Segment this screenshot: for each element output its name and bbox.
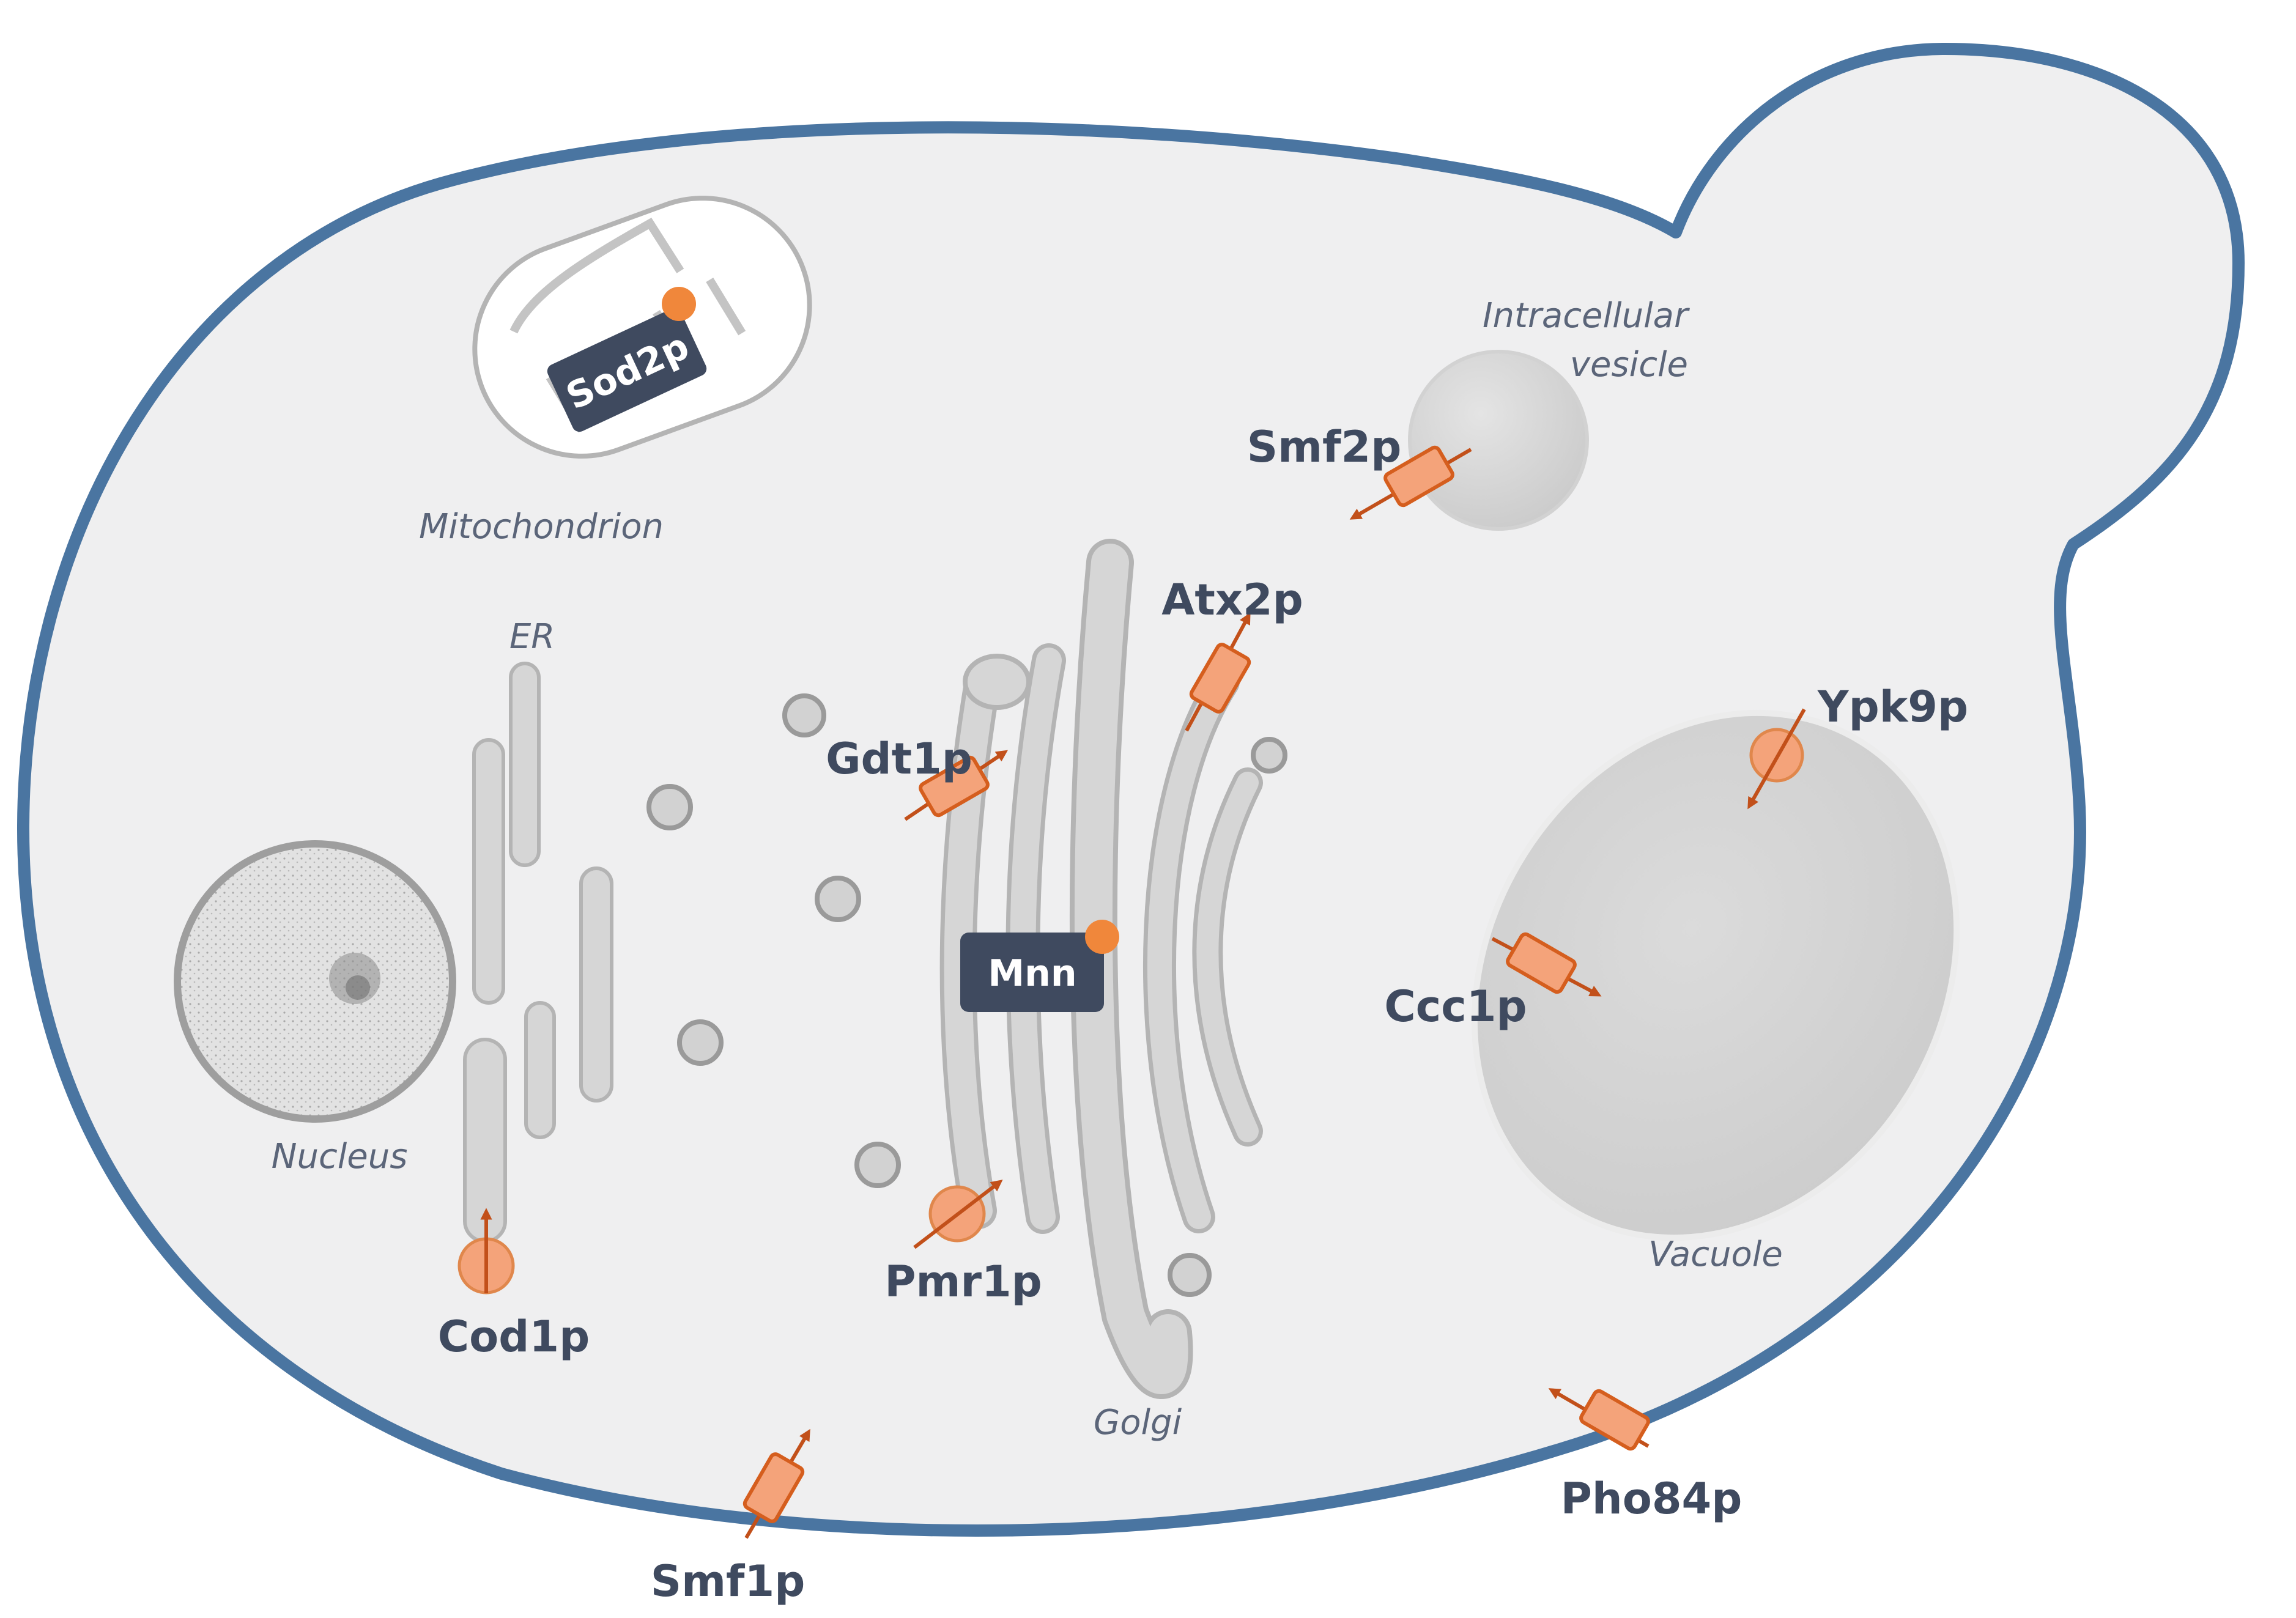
mnn-label: Mnn xyxy=(988,952,1076,995)
er-label: ER xyxy=(509,617,555,657)
pmr1p-label: Pmr1p xyxy=(884,1257,1042,1307)
atx2p-label: Atx2p xyxy=(1161,575,1303,625)
smf2p-label: Smf2p xyxy=(1247,422,1402,472)
smf1p-label: Smf1p xyxy=(651,1556,805,1606)
mitochondrion-label: Mitochondrion xyxy=(419,507,664,547)
smf1p-transporter xyxy=(742,1428,810,1539)
mnn-metal-dot xyxy=(1085,920,1119,954)
mnn-badge: Mnn xyxy=(960,920,1119,1012)
vacuole-label: Vacuole xyxy=(1648,1235,1783,1274)
ccc1p-transporter xyxy=(1491,932,1602,997)
sod2p-metal-dot xyxy=(662,287,696,321)
golgi-label: Golgi xyxy=(1094,1403,1182,1443)
intracellular-vesicle xyxy=(1408,350,1589,531)
pho84p-label: Pho84p xyxy=(1561,1474,1742,1524)
gdt1p-label: Gdt1p xyxy=(826,734,972,784)
pmr1p-transporter xyxy=(913,1180,1003,1249)
ccc1p-label: Ccc1p xyxy=(1384,981,1527,1032)
smf2p-transporter xyxy=(1349,445,1472,520)
vacuole xyxy=(1471,709,1960,1241)
golgi-bulb xyxy=(963,654,1031,710)
vesicle-label-line1: Intracellular xyxy=(1483,296,1690,336)
vesicle-label-line2: vesicle xyxy=(1570,345,1688,385)
ypk9p-transporter xyxy=(1747,708,1806,810)
pho84p-transporter xyxy=(1548,1388,1650,1451)
cod1p-label: Cod1p xyxy=(438,1312,590,1362)
ypk9p-label: Ypk9p xyxy=(1817,682,1968,732)
golgi-apparatus xyxy=(939,539,1263,1399)
gdt1p-transporter xyxy=(904,750,1008,821)
cod1p-transporter xyxy=(457,1208,515,1295)
nucleus xyxy=(174,840,456,1123)
endoplasmic-reticulum xyxy=(463,662,613,1243)
nucleus-label: Nucleus xyxy=(272,1137,408,1177)
golgi-vesicles xyxy=(646,693,1287,1297)
atx2p-transporter xyxy=(1185,612,1251,732)
